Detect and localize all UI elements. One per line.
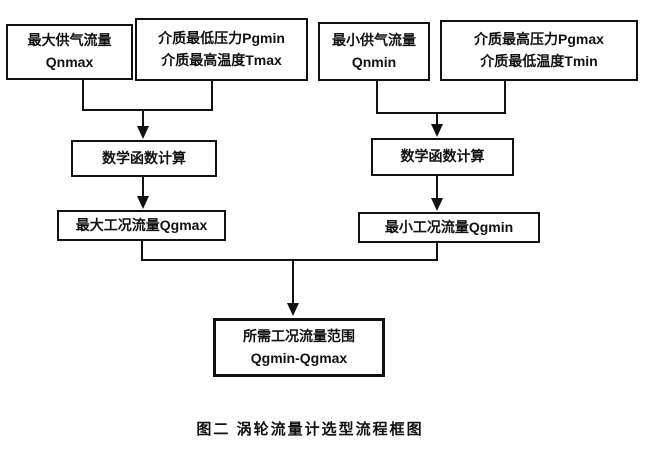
connector-bottom-merge [141, 241, 438, 316]
box-max-temp-line: 介质最高温度Tmax [161, 51, 282, 68]
connector-left-merge [82, 79, 213, 139]
box-min-operating-flow: 最小工况流量Qgmin [358, 212, 540, 243]
box-math-function-right-label: 数学函数计算 [400, 148, 485, 165]
box-required-flow-range-line1: 所需工况流量范围 [243, 327, 355, 344]
box-min-supply-flow-line2: Qnmin [351, 53, 397, 70]
box-max-supply-flow-line1: 最大供气流量 [27, 32, 112, 49]
arrow-down-icon [431, 198, 443, 211]
box-min-operating-flow-label: 最小工况流量Qgmin [384, 218, 514, 235]
connector-math-left-to-qgmax [137, 177, 149, 209]
box-min-supply-flow-line1: 最小供气流量 [332, 31, 416, 48]
box-min-pressure-max-temp: 介质最低压力Pgmin 介质最高温度Tmax [135, 18, 308, 81]
box-min-temp-line: 介质最低温度Tmin [480, 52, 598, 69]
box-required-flow-range-line2: Qgmin-Qgmax [250, 349, 348, 366]
box-math-function-left-label: 数学函数计算 [102, 149, 186, 166]
arrow-down-icon [287, 303, 299, 316]
arrow-down-icon [137, 196, 149, 209]
box-max-operating-flow: 最大工况流量Qgmax [57, 210, 226, 241]
box-max-supply-flow-line2: Qnmax [45, 54, 94, 70]
box-max-pressure-min-temp: 介质最高压力Pgmax 介质最低温度Tmin [440, 20, 638, 81]
box-math-function-right: 数学函数计算 [371, 138, 514, 176]
box-min-pressure-line: 介质最低压力Pgmin [158, 29, 285, 46]
box-required-flow-range: 所需工况流量范围 Qgmin-Qgmax [213, 318, 385, 377]
arrow-down-icon [137, 126, 149, 139]
box-min-supply-flow: 最小供气流量 Qnmin [318, 22, 430, 81]
box-math-function-left: 数学函数计算 [71, 140, 217, 177]
figure-caption: 图二 涡轮流量计选型流程框图 [196, 421, 424, 438]
box-max-operating-flow-label: 最大工况流量Qgmax [75, 216, 208, 233]
box-max-pressure-line: 介质最高压力Pgmax [474, 30, 604, 47]
box-max-supply-flow: 最大供气流量 Qnmax [6, 24, 133, 80]
connector-right-merge [376, 80, 506, 137]
connector-math-right-to-qgmin [431, 176, 443, 211]
arrow-down-icon [431, 124, 443, 137]
